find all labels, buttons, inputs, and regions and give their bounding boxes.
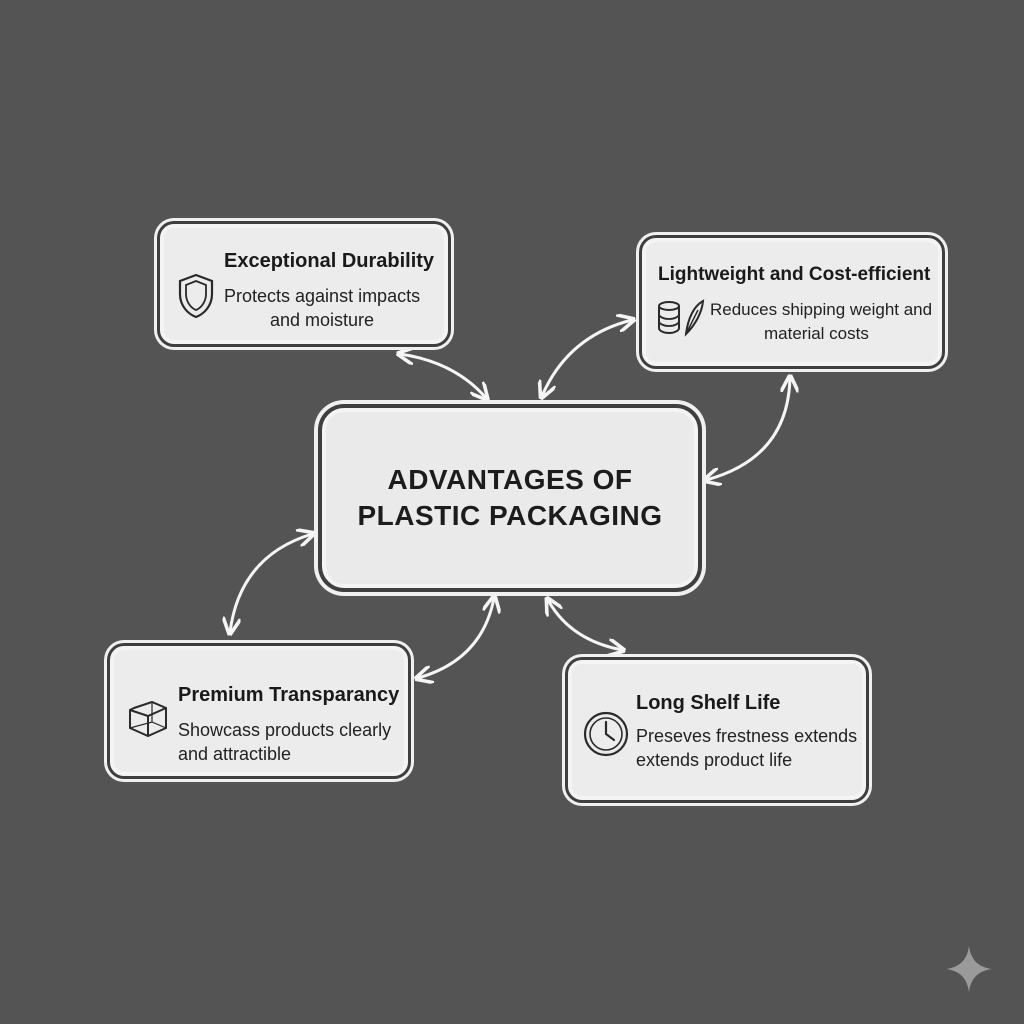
coins-feather-icon	[656, 298, 706, 345]
connector-durability-center	[400, 354, 486, 398]
node-lightweight-desc-line2: material costs	[764, 324, 869, 343]
center-node: ADVANTAGES OF PLASTIC PACKAGING	[322, 408, 698, 588]
node-transparency: Premium Transparancy Showcass products c…	[110, 646, 408, 776]
clock-icon	[582, 710, 630, 763]
connector-lightweight-center-right	[706, 378, 790, 480]
shield-icon	[176, 272, 216, 325]
cube-icon	[126, 696, 170, 745]
node-durability-desc-line1: Protects against impacts	[224, 286, 421, 306]
node-shelf-life-title: Long Shelf Life	[636, 692, 781, 714]
center-title: ADVANTAGES OF PLASTIC PACKAGING	[357, 462, 662, 534]
node-lightweight: Lightweight and Cost-efficient Reduces s…	[642, 238, 942, 366]
node-durability-desc-line2: and moisture	[270, 310, 375, 330]
node-transparency-desc-line1: Showcass products clearly	[178, 720, 392, 740]
node-shelf-life: Long Shelf Life Preseves frestness exten…	[568, 660, 866, 800]
node-transparency-title: Premium Transparancy	[178, 684, 400, 706]
node-shelf-life-desc-line1: Preseves frestness extends	[636, 726, 858, 746]
node-shelf-life-desc-line2: extends product life	[636, 750, 793, 770]
node-durability-title: Exceptional Durability	[224, 250, 435, 272]
node-lightweight-desc-line1: Reduces shipping weight and	[710, 300, 933, 319]
connector-center-transparency-lower	[418, 598, 494, 678]
connector-lightweight-center	[542, 320, 632, 396]
node-lightweight-title: Lightweight and Cost-efficient	[658, 264, 931, 285]
center-title-line2: PLASTIC PACKAGING	[357, 500, 663, 531]
node-transparency-desc-line2: and attractible	[178, 744, 292, 764]
connector-center-transparency	[230, 534, 312, 632]
sparkle-icon	[944, 944, 994, 999]
connector-center-shelf-life	[548, 600, 622, 650]
node-durability: Exceptional Durability Protects against …	[160, 224, 448, 344]
center-title-line1: ADVANTAGES OF	[387, 464, 633, 495]
